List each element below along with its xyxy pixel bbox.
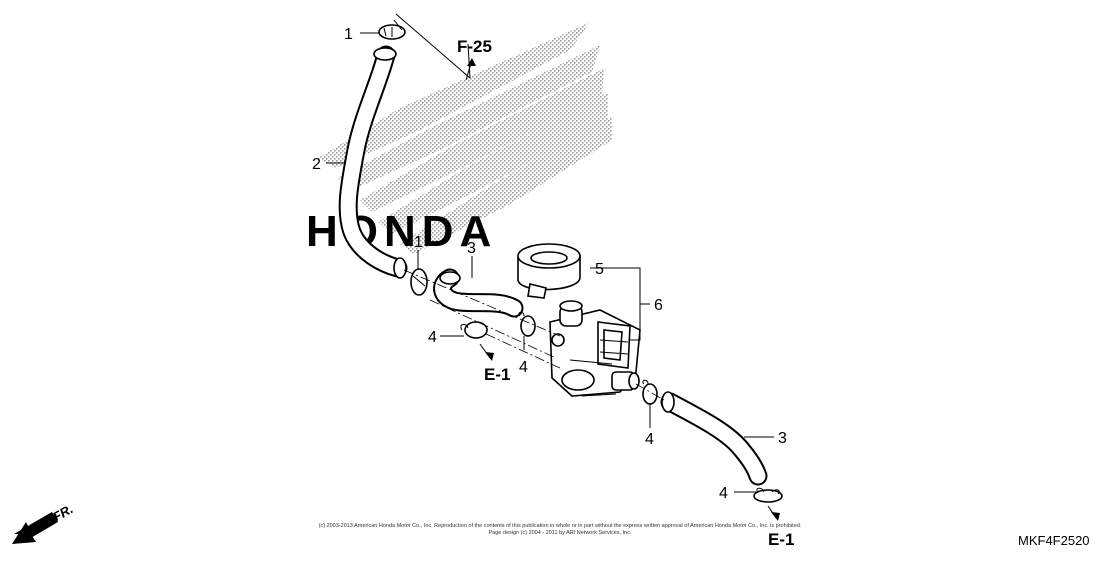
callout-3-upper: 3 [467,240,476,257]
front-direction-arrow: FR. [12,501,76,544]
callout-1-middle: 1 [414,234,423,251]
air-hose-lower [660,391,768,486]
hose-clamp-middle [410,268,428,296]
hose-clip-left [460,321,488,339]
callout-6: 6 [654,297,663,314]
callout-2: 2 [312,156,321,173]
hose-clamp-top [378,24,406,40]
callout-5: 5 [595,261,604,278]
filter-cover [517,243,581,299]
reference-e1-left: E-1 [484,365,510,384]
air-hose-short-upper [433,268,524,318]
callout-4-center: 4 [519,359,528,376]
callout-4-right: 4 [645,431,654,448]
copyright-line-2: Page design (c) 2004 - 2011 by ARI Netwo… [489,530,632,536]
air-injection-control-valve [549,300,641,397]
callout-leader-lines [326,13,774,493]
honda-wing-watermark: HONDA [306,22,612,256]
hose-clip-bottom [753,487,783,503]
reference-arrows [465,58,780,521]
callout-4-left: 4 [428,329,437,346]
diagram-part-code: MKF4F2520 [1018,533,1090,548]
reference-f25: F-25 [457,37,492,56]
callout-4-bottom: 4 [719,485,728,502]
reference-e1-bottom: E-1 [768,530,794,549]
callout-3-lower: 3 [778,430,787,447]
air-supply-hose-long [338,45,408,279]
honda-watermark-text: HONDA [306,207,497,256]
assembly-center-lines [403,269,665,401]
callout-1-top: 1 [344,26,353,43]
copyright-line-1: (c) 2003-2013 American Honda Motor Co., … [319,523,802,529]
hose-clip-right [642,379,658,405]
